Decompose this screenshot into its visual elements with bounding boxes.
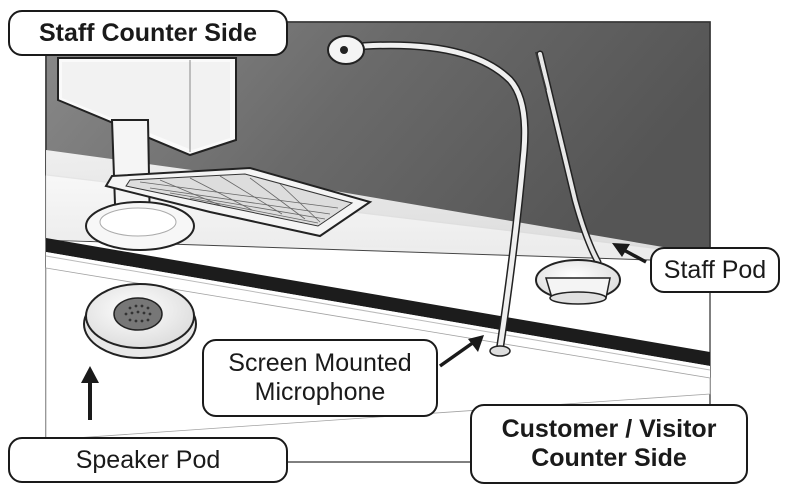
label-speaker-pod-text: Speaker Pod (75, 445, 221, 474)
staff-monitor (57, 57, 237, 251)
speaker-pod (83, 283, 197, 359)
label-screen-mounted-microphone: Screen Mounted Microphone (202, 339, 438, 417)
counter-trim-strip (46, 238, 710, 366)
label-staff-counter-side: Staff Counter Side (8, 10, 288, 56)
arrow-staff-pod (612, 243, 647, 264)
label-staff-pod-text: Staff Pod (663, 255, 767, 284)
keyboard (104, 166, 373, 238)
label-screen-mic-line2: Microphone (254, 378, 386, 406)
label-customer-line2: Counter Side (531, 444, 687, 472)
label-screen-mic-line1: Screen Mounted (228, 349, 412, 378)
label-customer-visitor-counter-side: Customer / Visitor Counter Side (470, 404, 748, 484)
label-staff-counter-side-text: Staff Counter Side (38, 18, 258, 47)
arrow-speaker-pod (81, 366, 99, 420)
label-customer-line1: Customer / Visitor (501, 415, 717, 444)
staff-pod-microphone (535, 50, 621, 305)
label-staff-pod: Staff Pod (650, 247, 780, 293)
arrow-screen-mic (438, 335, 484, 368)
label-speaker-pod: Speaker Pod (8, 437, 288, 483)
screen-mounted-microphone (327, 35, 529, 357)
